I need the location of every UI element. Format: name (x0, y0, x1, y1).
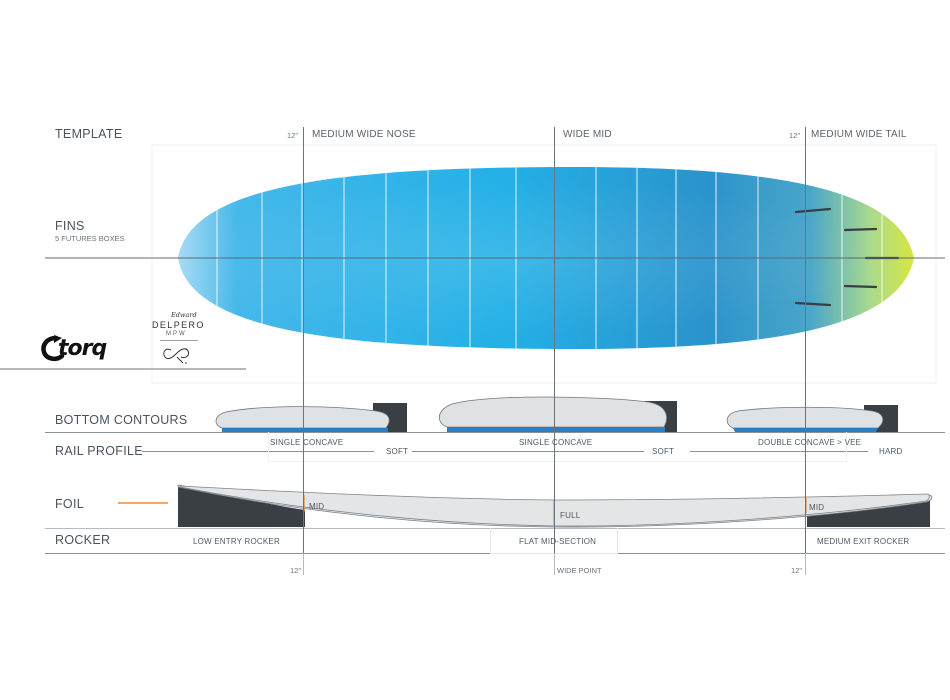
torq-logo: torq (40, 334, 120, 364)
rail-mid-box (268, 432, 847, 462)
contour-mid-base (447, 427, 665, 432)
section-foil: FOIL (55, 497, 84, 511)
contour-tail-shape (726, 406, 884, 429)
rocker-nose-label: LOW ENTRY ROCKER (193, 537, 280, 546)
section-bottom-contours: BOTTOM CONTOURS (55, 413, 188, 427)
rule-rail-left (142, 451, 374, 452)
contour-nose-base (222, 428, 388, 432)
fin-box-4 (843, 284, 878, 289)
foil-tail-label: MID (809, 503, 825, 512)
template-frame (151, 144, 937, 384)
rail-tail-label: HARD (875, 447, 907, 456)
template-mid-label: WIDE MID (563, 129, 612, 140)
station-line-nose (303, 127, 304, 553)
designer-name: DELPERO (152, 320, 205, 330)
template-nose-label: MEDIUM WIDE NOSE (312, 129, 416, 140)
section-rail-profile: RAIL PROFILE (55, 444, 143, 458)
section-rocker: ROCKER (55, 533, 111, 547)
torq-swirl-icon (41, 335, 65, 362)
template-nose-dim: 12" (287, 131, 299, 140)
station-tick-nose (303, 553, 304, 575)
foil-nose-block (178, 485, 305, 527)
section-template: TEMPLATE (55, 127, 123, 141)
station-line-tail (805, 127, 806, 553)
station-tick-tail (805, 553, 806, 575)
template-tail-label: MEDIUM WIDE TAIL (811, 129, 907, 140)
contour-mid-shape (438, 396, 667, 428)
section-fins-sub: 5 FUTURES BOXES (55, 234, 125, 243)
rail-mid-label: SOFT (648, 447, 679, 456)
rule-rocker-top (45, 528, 945, 529)
designer-signature: Edward (171, 311, 197, 319)
rule-rail-right (690, 451, 868, 452)
contour-mid-label: SINGLE CONCAVE (519, 438, 593, 447)
section-fins: FINS (55, 219, 85, 233)
rule-rail-mid (406, 451, 644, 452)
designer-separator (160, 340, 198, 341)
rocker-tail-label: MEDIUM EXIT ROCKER (817, 537, 910, 546)
model-name: MPW (166, 331, 187, 337)
contour-tail-label: DOUBLE CONCAVE > VEE (758, 438, 862, 447)
station-tick-mid (554, 553, 555, 575)
rule-bottom-contours (45, 432, 945, 433)
station-line-mid (554, 127, 555, 553)
bottom-nose-dim: 12" (290, 566, 302, 575)
fin-box-5 (794, 301, 832, 307)
contour-nose-shape (215, 406, 390, 429)
fin-box-1 (794, 207, 832, 214)
rail-nose-label: SOFT (382, 447, 413, 456)
contour-nose-label: SINGLE CONCAVE (270, 438, 344, 447)
torq-logo-text: torq (58, 336, 107, 361)
foil-mid-label: FULL (560, 511, 581, 520)
model-infinity-icon (163, 348, 189, 364)
rocker-mid-label: FLAT MID-SECTION (519, 537, 597, 546)
fin-box-2 (843, 227, 878, 232)
foil-nose-label: MID (309, 502, 325, 511)
bottom-tail-dim: 12" (791, 566, 803, 575)
bottom-mid-label: WIDE POINT (557, 566, 602, 575)
template-tail-dim: 12" (789, 131, 801, 140)
